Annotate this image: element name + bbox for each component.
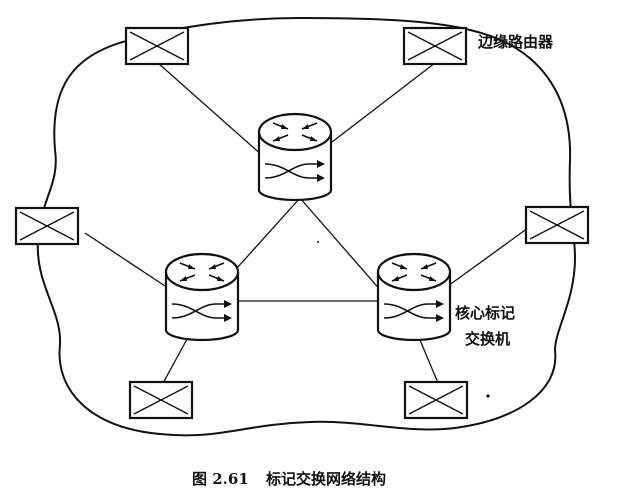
link-edge-right-core-right [447, 227, 529, 287]
core-switch-right [376, 252, 452, 342]
link-edge-top-left-core-top [157, 62, 265, 158]
edge-router-bottom-right [403, 380, 469, 420]
edge-router-left [14, 206, 80, 246]
scan-speck [317, 241, 319, 243]
network-cloud-outline [36, 16, 577, 437]
link-edge-top-right-core-top [331, 62, 436, 143]
link-core-top-core-left [227, 197, 301, 279]
link-core-top-core-right [299, 197, 383, 293]
edge-router-top-left [124, 26, 190, 66]
core-switch-left [164, 252, 240, 342]
edge-router-top-right [402, 26, 468, 66]
edge-router-bottom-left [128, 380, 194, 420]
edge-router-right [524, 205, 590, 245]
figure-number: 图 2.61 [192, 470, 249, 488]
core-switch-label-line2: 交换机 [465, 330, 510, 348]
figure-caption: 标记交换网络结构 [265, 470, 386, 488]
core-switch-top [257, 112, 333, 202]
core-switch-label-line1: 核心标记 [455, 304, 515, 322]
link-edge-left-core-left [84, 232, 166, 287]
edge-router-label: 边缘路由器 [477, 33, 554, 51]
links [84, 62, 529, 386]
scan-speck [486, 394, 490, 398]
